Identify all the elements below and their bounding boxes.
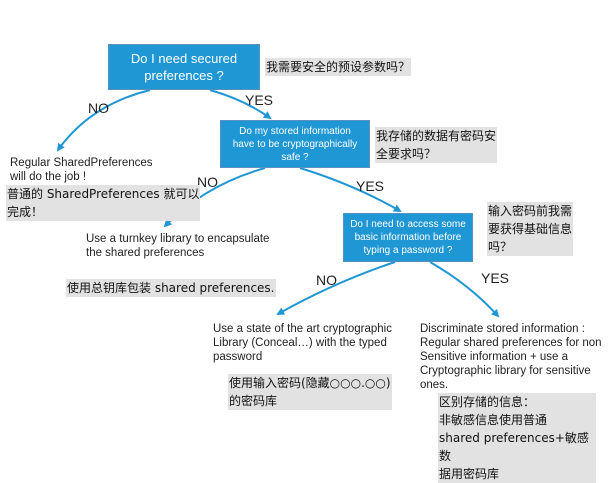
- outcome-cryptographic-library: Use a state of the art cryptographic Lib…: [213, 323, 392, 363]
- translation-o4: 区别存储的信息： 非敏感信息使用普通 shared preferences+敏感…: [438, 393, 596, 483]
- outcome-turnkey-library: Use a turnkey library to encapsulate the…: [86, 233, 270, 259]
- branch-label-no: NO: [197, 174, 218, 190]
- translation-o1: 普通的 SharedPreferences 就可以 完成！: [6, 185, 201, 221]
- translation-q3: 输入密码前我需 要获得基础信息 吗？: [487, 202, 574, 256]
- question-box-access-before-password: Do I need to access some basic informati…: [343, 213, 473, 262]
- question-text: Do I need secured preferences ?: [130, 51, 238, 83]
- branch-label-yes: YES: [481, 270, 510, 286]
- translation-q2: 我存储的数据有密码安 全要求吗？: [375, 127, 498, 163]
- arrow-q1-yes: [209, 89, 272, 120]
- question-text: Do my stored information have to be cryp…: [232, 125, 358, 163]
- translation-o3: 使用输入密码(隐藏○○○.○○) 的密码库: [228, 374, 392, 410]
- outcome-regular-sharedpreferences: Regular SharedPreferences will do the jo…: [10, 157, 153, 183]
- arrow-q3-yes: [429, 261, 500, 318]
- branch-label-yes: YES: [245, 92, 274, 108]
- branch-label-no: NO: [88, 100, 109, 116]
- question-text: Do I need to access some basic informati…: [350, 219, 466, 256]
- outcome-discriminate-information: Discriminate stored information : Regula…: [420, 323, 602, 391]
- translation-q1: 我需要安全的预设参数吗？: [265, 58, 412, 76]
- branch-label-yes: YES: [356, 178, 385, 194]
- question-box-secured-preferences: Do I need secured preferences ?: [108, 44, 260, 90]
- arrow-q2-yes: [299, 167, 402, 213]
- arrow-q1-no: [56, 89, 151, 152]
- arrow-q3-no: [276, 261, 396, 315]
- translation-o2: 使用总钥库包装 shared preferences.: [66, 279, 276, 297]
- question-box-cryptographically-safe: Do my stored information have to be cryp…: [220, 120, 370, 168]
- branch-label-no: NO: [316, 272, 337, 288]
